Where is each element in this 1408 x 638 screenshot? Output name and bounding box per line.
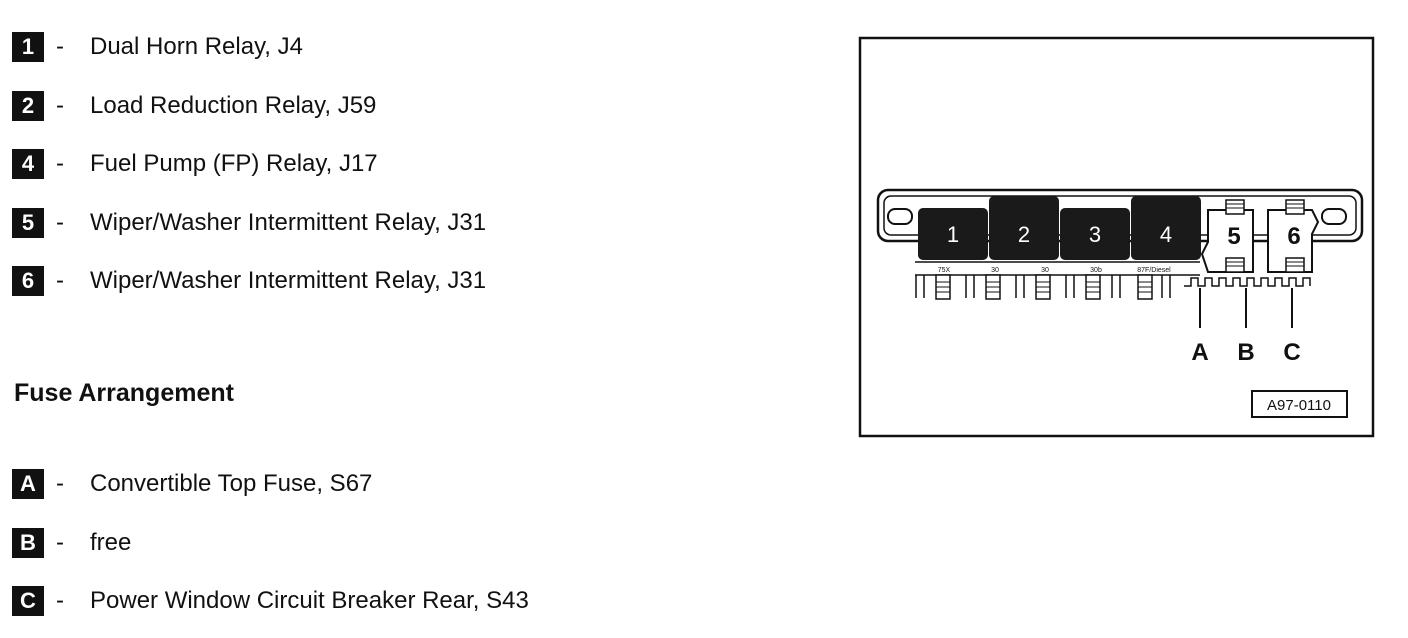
dash: - (56, 150, 64, 177)
relay-description: Wiper/Washer Intermittent Relay, J31 (90, 209, 487, 236)
badge: 1 (12, 32, 44, 62)
relay-block (989, 196, 1059, 260)
relay-description: Load Reduction Relay, J59 (90, 92, 377, 119)
legend-item-fuse-a: A (12, 467, 44, 501)
relay-number: 2 (1018, 222, 1030, 247)
relay-block (1131, 196, 1201, 260)
badge: 4 (12, 149, 44, 179)
relay-number: 5 (1227, 223, 1240, 250)
relay-6-housing (1267, 209, 1320, 273)
dash: - (56, 587, 64, 614)
clip-lines (1226, 203, 1304, 267)
relay-block (918, 208, 988, 260)
legend-item-relay-5: 5 (12, 206, 44, 240)
relay-description: Dual Horn Relay, J4 (90, 33, 303, 60)
badge: 2 (12, 91, 44, 121)
terminal-label: 30 (1041, 267, 1049, 274)
dash: - (56, 529, 64, 556)
section-heading: Fuse Arrangement (14, 379, 234, 407)
dash: - (56, 267, 64, 294)
legend-item-fuse-c: C (12, 584, 44, 618)
dash: - (56, 209, 64, 236)
badge: 5 (12, 208, 44, 238)
fuse-label: C (1283, 339, 1300, 366)
relay-number: 4 (1160, 222, 1172, 247)
legend-item-relay-6: 6 (12, 264, 44, 298)
relay-5-housing (1200, 209, 1254, 273)
legend-item-relay-4: 4 (12, 147, 44, 181)
relay-panel-diagram: 1 2 3 4 75X 30 30 30b 87F/Diesel 5 6 (858, 36, 1375, 438)
figure-code-box (1251, 390, 1348, 418)
badge: 6 (12, 266, 44, 296)
dash: - (56, 33, 64, 60)
mounting-hole-left (887, 208, 913, 225)
relay-description: Wiper/Washer Intermittent Relay, J31 (90, 267, 487, 294)
fuse-description: free (90, 529, 132, 556)
fuse-contacts (1184, 277, 1311, 287)
dash: - (56, 92, 64, 119)
screw-threads (936, 281, 1152, 293)
fuse-label: B (1237, 339, 1254, 366)
mounting-hole-right (1321, 208, 1347, 225)
legend-item-relay-2: 2 (12, 89, 44, 123)
relay-number: 3 (1089, 222, 1101, 247)
relay-number: 1 (947, 222, 959, 247)
fuse-description: Convertible Top Fuse, S67 (90, 470, 373, 497)
figure-code: A97-0110 (1267, 397, 1331, 414)
relay-description: Fuel Pump (FP) Relay, J17 (90, 150, 378, 177)
relay-number: 6 (1287, 223, 1300, 250)
terminal-label: 30 (991, 267, 999, 274)
terminal-label: 75X (938, 267, 951, 274)
fuse-description: Power Window Circuit Breaker Rear, S43 (90, 587, 529, 614)
badge: A (12, 469, 44, 499)
fuse-label: A (1191, 339, 1208, 366)
badge: C (12, 586, 44, 616)
legend-item-fuse-b: B (12, 526, 44, 560)
badge: B (12, 528, 44, 558)
relay-block (1060, 208, 1130, 260)
terminal-label: 87F/Diesel (1137, 267, 1171, 274)
terminal-label: 30b (1090, 267, 1102, 274)
connector-pins (915, 275, 1171, 298)
dash: - (56, 470, 64, 497)
legend-item-relay-1: 1 (12, 30, 44, 64)
